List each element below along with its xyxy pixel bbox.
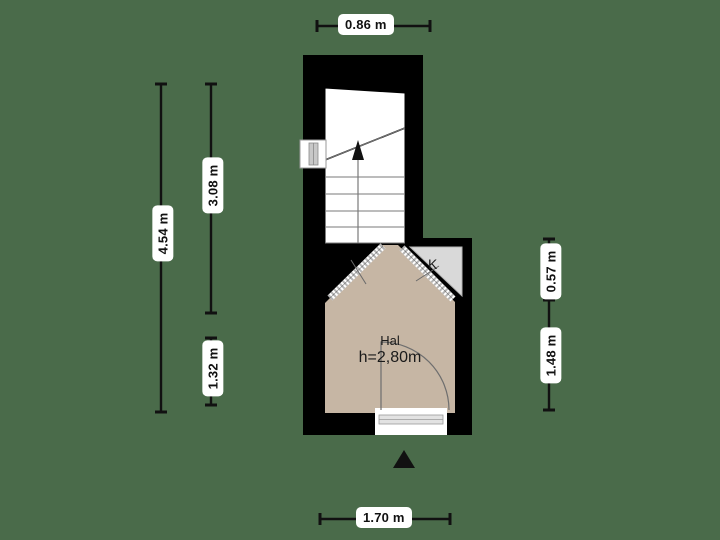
dimension-label-left-inner-lower: 1.32 m	[202, 340, 224, 397]
closet-k-fill	[408, 246, 463, 298]
door-swing-arc	[380, 341, 450, 411]
dimension-label-top-1: 0.86 m	[338, 14, 394, 35]
dimension-label-left-inner-upper: 3.08 m	[202, 157, 224, 214]
diagonal-door-left	[327, 243, 386, 301]
dimension-label-right-upper: 0.57 m	[540, 243, 562, 300]
closet-k-group	[408, 246, 463, 298]
stair-up-arrow-icon	[352, 140, 364, 160]
dimension-label-right-lower: 1.48 m	[540, 327, 562, 384]
closet-label-k: K	[428, 256, 438, 272]
dimension-label-bottom-1: 1.70 m	[356, 507, 412, 528]
room-label-hal: Hal	[380, 333, 400, 348]
staircase-group	[324, 87, 406, 244]
left-wall-window	[299, 139, 327, 169]
dimension-label-left-outer: 4.54 m	[152, 205, 174, 262]
room-height-hal: h=2,80m	[358, 349, 422, 366]
stair-treads	[324, 127, 406, 244]
hal-room-group	[325, 243, 455, 413]
entrance-door	[375, 341, 450, 435]
entry-marker-triangle-icon	[393, 450, 415, 468]
hal-floor	[325, 243, 455, 413]
diagonal-door-right	[399, 245, 456, 302]
stair-floor	[324, 87, 406, 244]
